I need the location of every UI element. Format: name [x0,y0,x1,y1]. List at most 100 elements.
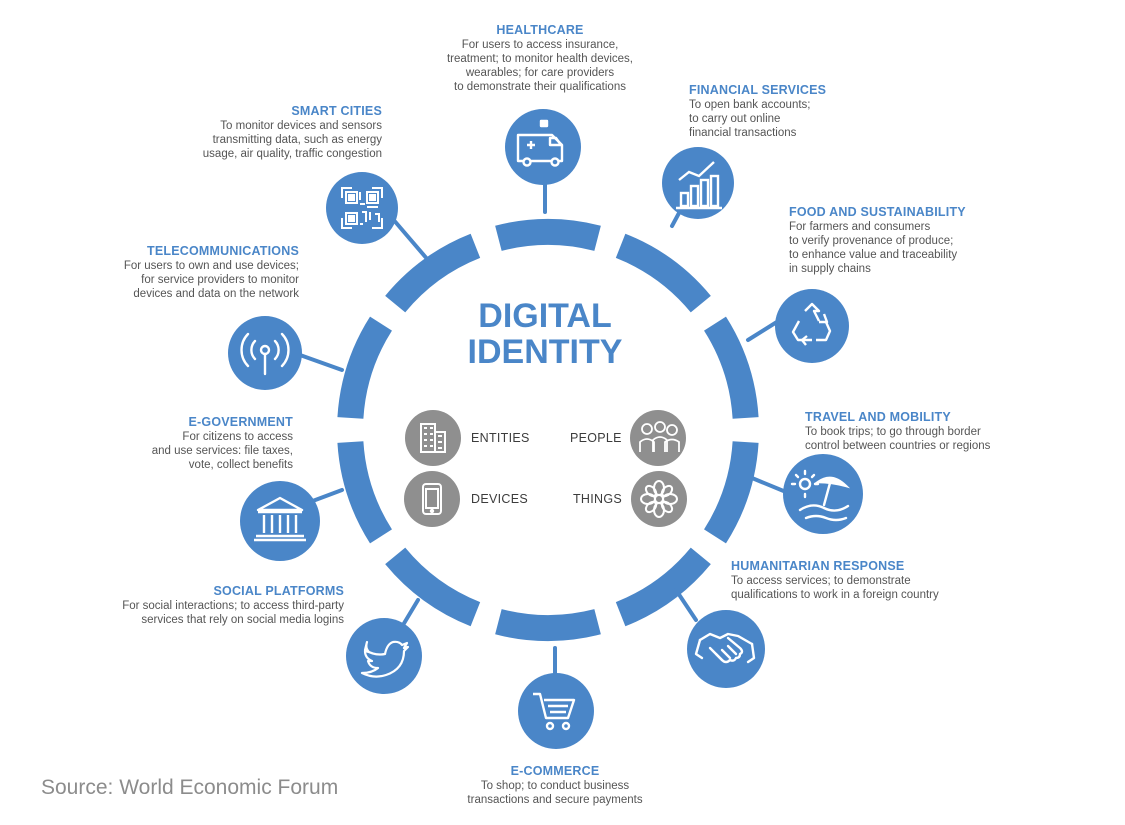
sector-desc-line: to carry out online [689,113,781,125]
flower-icon [640,480,678,518]
sector-desc-line: To open bank accounts; [689,99,811,111]
people-icon [639,421,680,452]
qr-code-icon [341,187,383,229]
sector-desc-line: services that rely on social media login… [141,614,344,626]
category-devices: DEVICES [471,492,528,506]
sector-desc-line: for service providers to monitor [141,274,299,286]
sector-title: FINANCIAL SERVICES [689,83,827,97]
sector-desc-line: in supply chains [789,263,871,275]
title-line-1: DIGITAL [478,297,612,335]
icon-social [346,618,422,694]
recycle-icon [791,302,832,346]
category-people: PEOPLE [570,431,622,445]
sector-title: E-GOVERNMENT [188,415,293,429]
sector-financial-services: FINANCIAL SERVICES To open bank accounts… [689,83,889,140]
connector-food [746,318,782,342]
sector-social-platforms: SOCIAL PLATFORMS For social interactions… [60,584,344,627]
sector-e-commerce: E-COMMERCE To shop; to conduct business … [440,764,670,807]
title-line-2: IDENTITY [467,333,623,371]
things-icon-badge [631,471,687,527]
sector-desc-line: devices and data on the network [133,288,299,300]
sector-title: TRAVEL AND MOBILITY [805,410,951,424]
sector-telecommunications: TELECOMMUNICATIONS For users to own and … [60,244,299,301]
sector-travel-mobility: TRAVEL AND MOBILITY To book trips; to go… [805,410,1045,453]
ring-segment [495,609,601,641]
ring-segment [385,547,481,627]
category-entities: ENTITIES [471,431,530,445]
connector-smartcities [390,216,430,262]
ring-segment [615,547,711,627]
icon-smartcities [326,172,398,244]
category-things: THINGS [573,492,623,506]
sector-desc-line: For citizens to access [182,431,293,443]
beach-umbrella-icon [790,469,851,522]
icon-telecom [228,316,302,390]
sector-desc-line: For social interactions; to access third… [122,600,344,612]
ring-segment [337,316,393,419]
sector-desc-line: transmitting data, such as energy [212,134,382,146]
sector-desc-line: and use services: file taxes, [151,445,293,457]
icon-travel [783,454,863,534]
people-icon-badge [630,410,686,466]
phone-icon [422,483,442,515]
handshake-icon [694,632,756,664]
sector-healthcare: HEALTHCARE For users to access insurance… [420,23,660,94]
connector-humanitarian [674,588,698,622]
sector-desc-line: To monitor devices and sensors [220,120,382,132]
sector-desc-line: usage, air quality, traffic congestion [202,148,382,160]
sector-desc-line: transactions and secure payments [467,794,643,806]
diagram-title: DIGITAL IDENTITY [420,298,670,370]
icon-food [775,289,849,363]
ambulance-icon [516,119,564,167]
source-credit: Source: World Economic Forum [41,776,339,799]
ring-segment [337,441,393,544]
sector-humanitarian-response: HUMANITARIAN RESPONSE To access services… [731,559,1001,602]
sector-title: E-COMMERCE [510,764,600,778]
sector-desc-line: to demonstrate their qualifications [454,81,626,93]
sector-desc-line: qualifications to work in a foreign coun… [731,589,939,601]
bar-chart-icon [676,161,722,210]
connector-telecom [298,353,344,372]
sector-title: SOCIAL PLATFORMS [213,584,344,598]
bird-icon [360,640,410,678]
sector-title: HEALTHCARE [496,23,584,37]
entities-icon-badge [405,410,461,466]
icon-egov [240,481,320,561]
sector-title: TELECOMMUNICATIONS [147,244,299,258]
icon-ecommerce [518,673,594,749]
sector-desc-line: control between countries or regions [805,440,991,452]
sector-title: FOOD AND SUSTAINABILITY [789,205,966,219]
sector-food-sustainability: FOOD AND SUSTAINABILITY For farmers and … [789,205,1029,276]
shopping-cart-icon [533,692,576,731]
government-building-icon [254,496,306,542]
sector-smart-cities: SMART CITIES To monitor devices and sens… [150,104,382,161]
sector-desc-line: To shop; to conduct business [480,780,630,792]
sector-desc-line: to verify provenance of produce; [789,235,954,247]
icon-financial [662,147,734,219]
sector-desc-line: For users to access insurance, [461,39,619,51]
sector-title: HUMANITARIAN RESPONSE [731,559,905,573]
sector-e-government: E-GOVERNMENT For citizens to access and … [100,415,293,472]
sector-desc-line: wearables; for care providers [465,67,615,79]
sector-desc-line: treatment; to monitor health devices, [446,53,633,65]
ring-segment [495,219,601,251]
icon-healthcare [505,109,581,185]
antenna-icon [240,332,290,376]
sector-desc-line: vote, collect benefits [188,459,293,471]
ring-segment [615,233,711,313]
building-icon [420,423,446,453]
sector-desc-line: To book trips; to go through border [805,426,981,438]
connectors [298,183,788,682]
sector-desc-line: to enhance value and traceability [789,249,958,261]
ring-segment [703,316,759,419]
icon-humanitarian [687,610,765,688]
devices-icon-badge [404,471,460,527]
sector-desc-line: For farmers and consumers [789,221,931,233]
ring-segment [703,441,759,544]
sector-desc-line: To access services; to demonstrate [731,575,911,587]
sector-title: SMART CITIES [291,104,382,118]
identity-ring [337,219,759,641]
sector-desc-line: For users to own and use devices; [123,260,299,272]
ring-segment [385,233,481,313]
